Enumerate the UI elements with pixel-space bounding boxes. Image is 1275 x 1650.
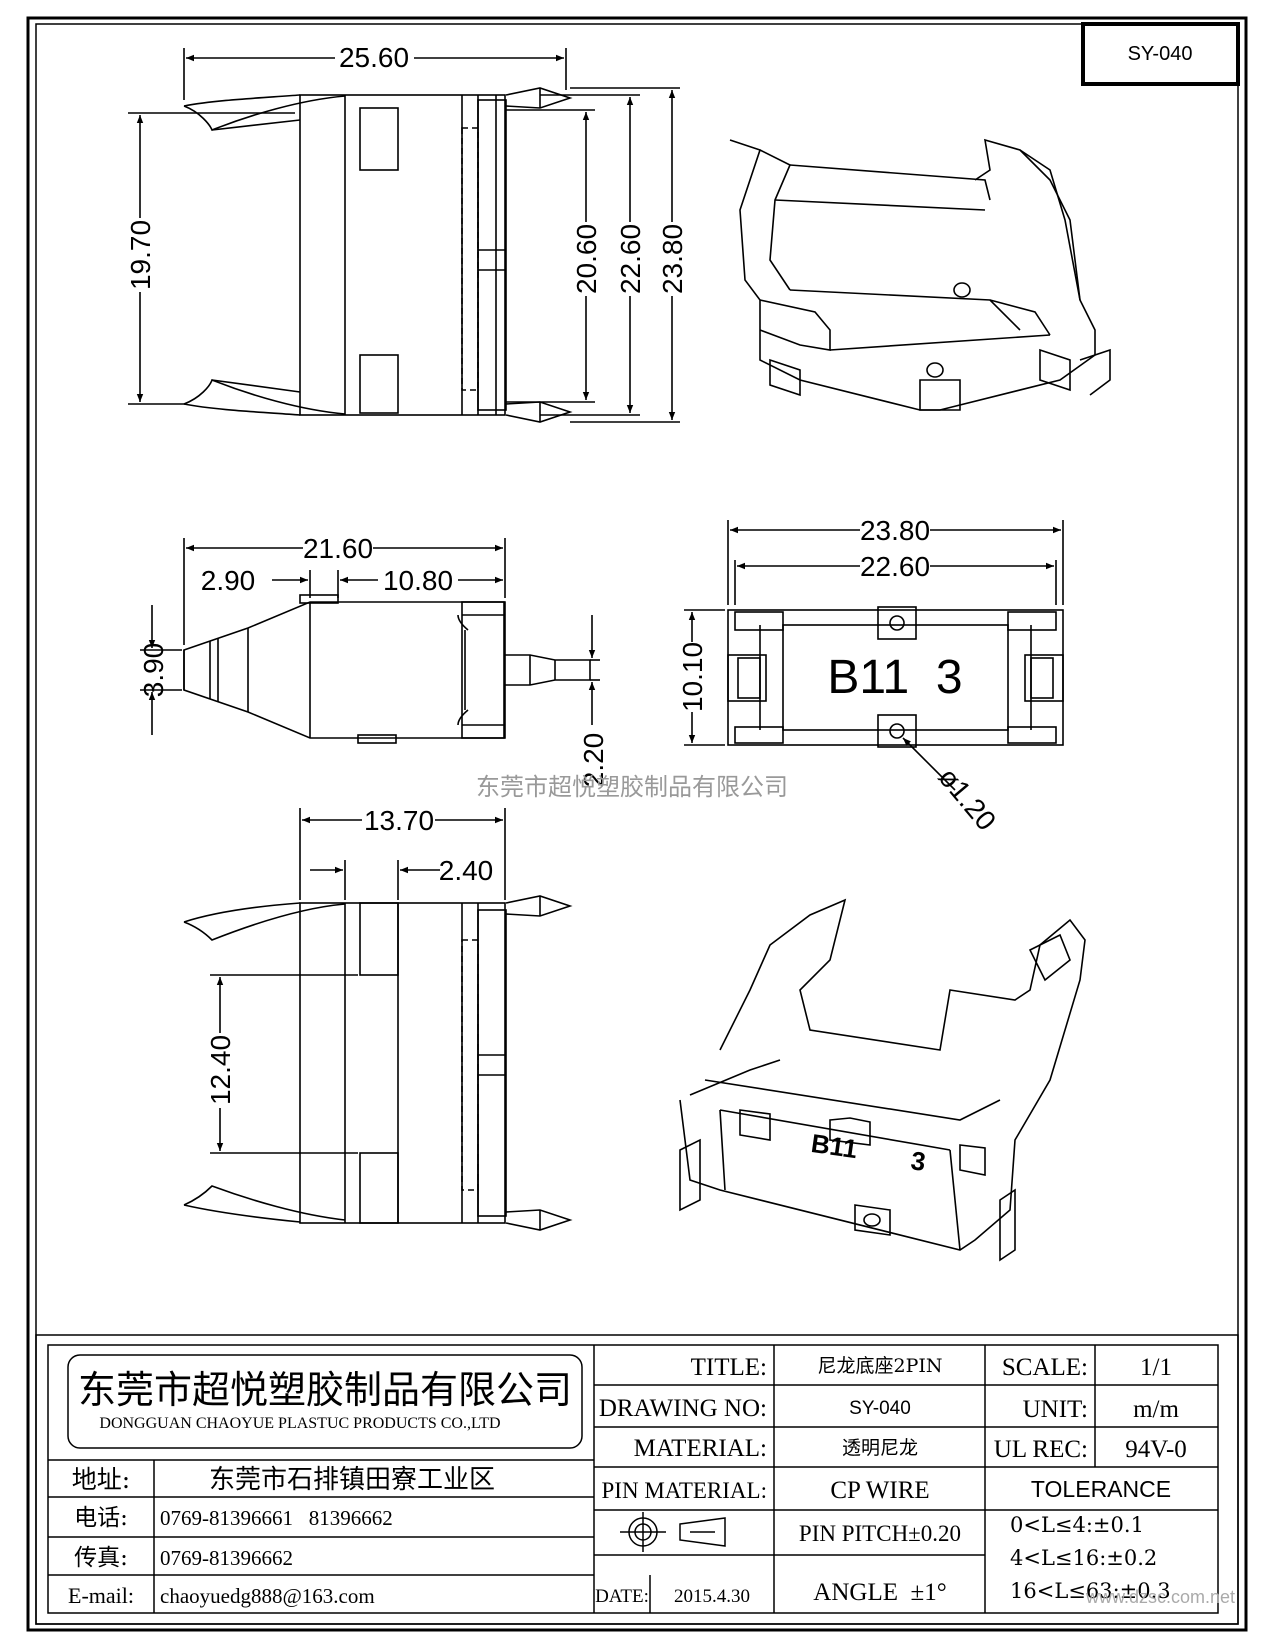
pin-material-label: PIN MATERIAL: [602,1478,767,1503]
email-value: chaoyuedg888@163.com [160,1584,375,1608]
dim-22-60: 22.60 [615,224,646,294]
phone-label: 电话: [74,1505,128,1531]
side-view-dimensions [140,538,600,735]
dim-21-60: 21.60 [303,533,373,564]
bottom-view [183,895,573,1231]
tolerance-label: TOLERANCE [1031,1476,1171,1502]
watermark-text: 东莞市超悦塑胶制品有限公司 [476,773,788,801]
title-block-text: 东莞市超悦塑胶制品有限公司 DONGGUAN CHAOYUE PLASTUC P… [68,1354,1235,1608]
dim-13-70: 13.70 [364,805,434,836]
outer-frame [26,16,1248,1632]
top-view-dimensions [128,48,680,423]
scale-label: SCALE: [1002,1354,1088,1381]
side-view [183,594,591,744]
date-value: 2015.4.30 [674,1586,750,1607]
dim-23-80b: 23.80 [860,515,930,546]
dim-2-20: 2.20 [578,733,609,788]
iso-view-top [729,138,1111,411]
dim-19-70: 19.70 [125,220,156,290]
dim-23-80: 23.80 [657,224,688,294]
address-value: 东莞市石排镇田寮工业区 [209,1465,495,1495]
bottom-view-dimensions [210,808,506,1154]
code-box-text: SY-040 [1128,43,1193,65]
title-label: TITLE: [691,1354,767,1381]
ul-value: 94V-0 [1125,1436,1187,1463]
dim-20-60: 20.60 [571,224,602,294]
company-name-en: DONGGUAN CHAOYUE PLASTUC PRODUCTS CO.,LT… [99,1415,500,1432]
tolerance-3: 16<L≤63:±0.3 [1010,1579,1171,1603]
fax-label: 传真: [74,1545,128,1571]
dim-10-80: 10.80 [383,565,453,596]
address-label: 地址: [72,1465,130,1494]
title-value: 尼龙底座2PIN [817,1355,942,1377]
company-name-cn: 东莞市超悦塑胶制品有限公司 [78,1368,572,1412]
dim-2-40: 2.40 [439,855,494,886]
tolerance-1: 0<L≤4:±0.1 [1010,1513,1144,1537]
dim-1-20: ø1.20 [932,762,1002,837]
dim-12-40: 12.40 [205,1035,236,1105]
scale-value: 1/1 [1140,1354,1172,1381]
email-label: E-mail: [68,1583,134,1608]
watermark-site: www.dzsc.com.net [1085,1587,1235,1607]
date-label: DATE: [595,1586,649,1607]
iso-view-bottom [679,898,1086,1262]
code-box [1081,22,1240,86]
tolerance-2: 4<L≤16:±0.2 [1010,1546,1157,1570]
pin-material-value: CP WIRE [830,1477,929,1504]
unit-value: m/m [1133,1396,1179,1423]
front-view-dimensions [684,520,1064,791]
angle: ANGLE ±1° [813,1579,946,1606]
dim-10-10: 10.10 [677,642,708,712]
phone-value: 0769-81396661 81396662 [160,1506,393,1530]
title-block [35,1334,1239,1625]
dimension-labels: 25.60 19.70 20.60 22.60 23.80 21.60 2.90… [125,42,1002,1105]
dim-25-60: 25.60 [339,42,409,73]
dim-3-90: 3.90 [138,643,169,698]
dim-22-60b: 22.60 [860,551,930,582]
drawing-no-value: SY-040 [849,1398,911,1419]
top-view [183,87,573,423]
pin-pitch: PIN PITCH±0.20 [799,1521,961,1546]
drawing-no-label: DRAWING NO: [599,1395,767,1422]
unit-label: UNIT: [1023,1396,1088,1423]
dim-2-90: 2.90 [201,565,256,596]
material-value: 透明尼龙 [842,1437,918,1459]
iso-marking-3: 3 [909,1145,928,1177]
iso-marking-b11: B11 [809,1128,859,1164]
material-label: MATERIAL: [634,1435,767,1462]
ul-label: UL REC: [994,1436,1088,1463]
fax-value: 0769-81396662 [160,1546,293,1570]
part-marking: B11 3 [827,651,962,704]
front-view [727,606,1064,748]
